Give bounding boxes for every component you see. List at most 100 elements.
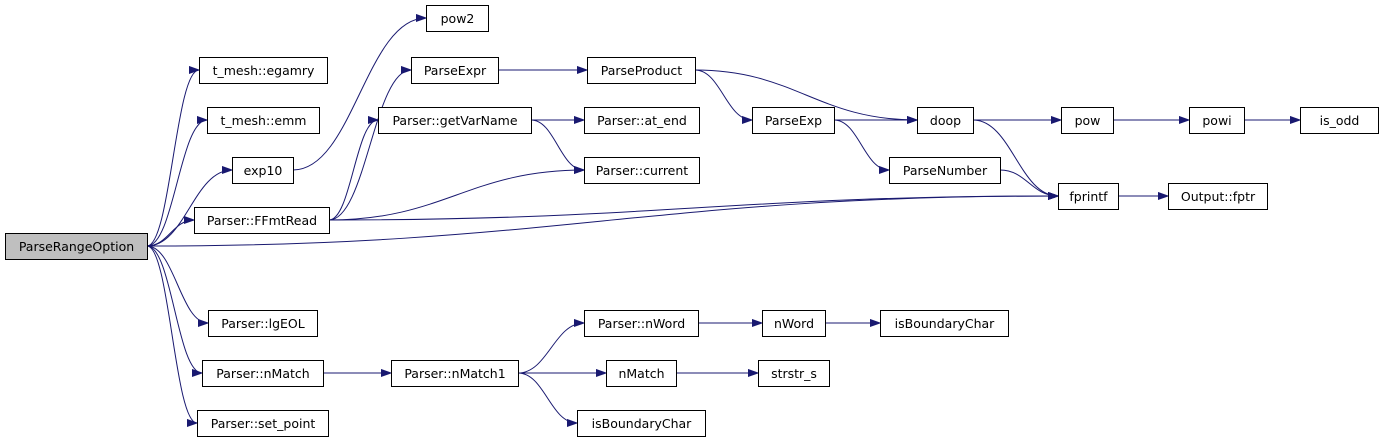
node-box	[758, 360, 830, 387]
node-box	[1058, 183, 1119, 210]
node-is-boundary-char2[interactable]: isBoundaryChar	[577, 410, 706, 437]
node-label: doop	[930, 113, 961, 128]
node-label: Parser::lgEOL	[221, 316, 304, 331]
edge-ffmt-read-to-get-var-name	[328, 120, 379, 221]
node-box	[202, 360, 324, 387]
node-label: fprintf	[1069, 189, 1108, 204]
edge-parse-range-option-to-n-match-p	[146, 245, 203, 373]
edges-layer	[146, 18, 1300, 423]
node-at-end[interactable]: Parser::at_end	[584, 107, 700, 134]
edge-exp10-to-pow2	[292, 18, 426, 171]
node-box	[880, 310, 1009, 337]
node-label: Parser::set_point	[211, 416, 316, 431]
node-box	[1061, 107, 1114, 134]
node-label: is_odd	[1320, 113, 1360, 128]
node-pow[interactable]: pow	[1061, 107, 1114, 134]
node-n-match[interactable]: nMatch	[606, 360, 677, 387]
node-strstr-s[interactable]: strstr_s	[758, 360, 830, 387]
edge-doop-to-fprintf	[972, 119, 1058, 196]
node-label: ParseProduct	[601, 63, 683, 78]
node-box	[411, 57, 499, 84]
node-parse-product[interactable]: ParseProduct	[587, 57, 696, 84]
node-n-word-p[interactable]: Parser::nWord	[584, 310, 699, 337]
edge-parse-number-to-fprintf	[999, 169, 1058, 196]
nodes-layer: ParseRangeOption t_mesh::egamryt_mesh::em…	[5, 5, 1379, 437]
edge-parse-exp-to-parse-number	[833, 119, 890, 170]
node-parse-exp[interactable]: ParseExp	[752, 107, 835, 134]
node-t-mesh-egamry[interactable]: t_mesh::egamry	[199, 57, 328, 84]
node-set-point[interactable]: Parser::set_point	[197, 410, 329, 437]
node-get-var-name[interactable]: Parser::getVarName	[378, 107, 532, 134]
edge-parse-range-option-to-set-point	[146, 245, 198, 423]
node-box	[5, 233, 148, 260]
node-box	[207, 107, 320, 134]
node-box	[752, 107, 835, 134]
node-n-match-p[interactable]: Parser::nMatch	[202, 360, 324, 387]
node-box	[391, 360, 519, 387]
node-label: pow2	[441, 11, 475, 26]
edge-parse-product-to-parse-exp	[694, 69, 753, 120]
node-box	[199, 57, 328, 84]
node-label: Parser::FFmtRead	[207, 213, 317, 228]
node-box	[917, 107, 974, 134]
node-label: ParseRangeOption	[19, 239, 134, 254]
node-parse-number[interactable]: ParseNumber	[889, 157, 1001, 184]
node-box	[762, 310, 826, 337]
node-is-odd[interactable]: is_odd	[1300, 107, 1379, 134]
node-label: Parser::nMatch	[216, 366, 309, 381]
node-fptr[interactable]: Output::fptr	[1168, 183, 1268, 210]
edge-parse-range-option-to-t-mesh-emm	[146, 120, 208, 247]
node-parse-expr[interactable]: ParseExpr	[411, 57, 499, 84]
node-label: Parser::current	[596, 163, 689, 178]
edge-ffmt-read-to-current	[328, 170, 584, 221]
node-label: Output::fptr	[1181, 189, 1256, 204]
node-parse-range-option[interactable]: ParseRangeOption	[5, 233, 148, 260]
node-is-boundary-char1[interactable]: isBoundaryChar	[880, 310, 1009, 337]
edge-ffmt-read-to-fprintf	[328, 196, 1058, 221]
node-box	[197, 410, 329, 437]
node-ffmt-read[interactable]: Parser::FFmtRead	[194, 207, 330, 234]
edge-parse-product-to-doop	[694, 69, 917, 120]
node-current[interactable]: Parser::current	[584, 157, 700, 184]
node-box	[1189, 107, 1245, 134]
node-label: isBoundaryChar	[592, 416, 692, 431]
node-t-mesh-emm[interactable]: t_mesh::emm	[207, 107, 320, 134]
edge-parse-range-option-to-lg-eol	[146, 245, 209, 323]
node-label: ParseExpr	[424, 63, 487, 78]
node-label: nMatch	[618, 366, 664, 381]
node-label: Parser::nWord	[598, 316, 685, 331]
node-label: strstr_s	[771, 366, 817, 381]
node-n-match1[interactable]: Parser::nMatch1	[391, 360, 519, 387]
node-label: powi	[1202, 113, 1231, 128]
node-box	[426, 5, 489, 32]
node-box	[584, 107, 700, 134]
node-label: Parser::at_end	[597, 113, 687, 128]
node-box	[1168, 183, 1268, 210]
edge-parse-range-option-to-ffmt-read	[146, 220, 194, 247]
node-box	[208, 310, 318, 337]
node-fprintf[interactable]: fprintf	[1058, 183, 1119, 210]
edge-ffmt-read-to-parse-expr	[328, 70, 412, 221]
node-label: ParseNumber	[903, 163, 988, 178]
node-label: exp10	[244, 163, 283, 178]
node-pow2[interactable]: pow2	[426, 5, 489, 32]
node-label: isBoundaryChar	[895, 316, 995, 331]
node-powi[interactable]: powi	[1189, 107, 1245, 134]
node-n-word[interactable]: nWord	[762, 310, 826, 337]
node-lg-eol[interactable]: Parser::lgEOL	[208, 310, 318, 337]
edge-n-match1-to-n-word-p	[517, 323, 584, 374]
node-box	[1300, 107, 1379, 134]
node-label: t_mesh::egamry	[213, 63, 315, 78]
node-box	[584, 157, 700, 184]
node-doop[interactable]: doop	[917, 107, 974, 134]
edge-parse-range-option-to-t-mesh-egamry	[146, 70, 200, 247]
edge-parse-range-option-to-fprintf	[146, 196, 1058, 247]
node-label: Parser::getVarName	[392, 113, 517, 128]
node-label: nWord	[774, 316, 814, 331]
node-box	[378, 107, 532, 134]
node-label: Parser::nMatch1	[404, 366, 505, 381]
edge-get-var-name-to-current	[530, 119, 585, 170]
node-box	[577, 410, 706, 437]
node-exp10[interactable]: exp10	[232, 157, 294, 184]
